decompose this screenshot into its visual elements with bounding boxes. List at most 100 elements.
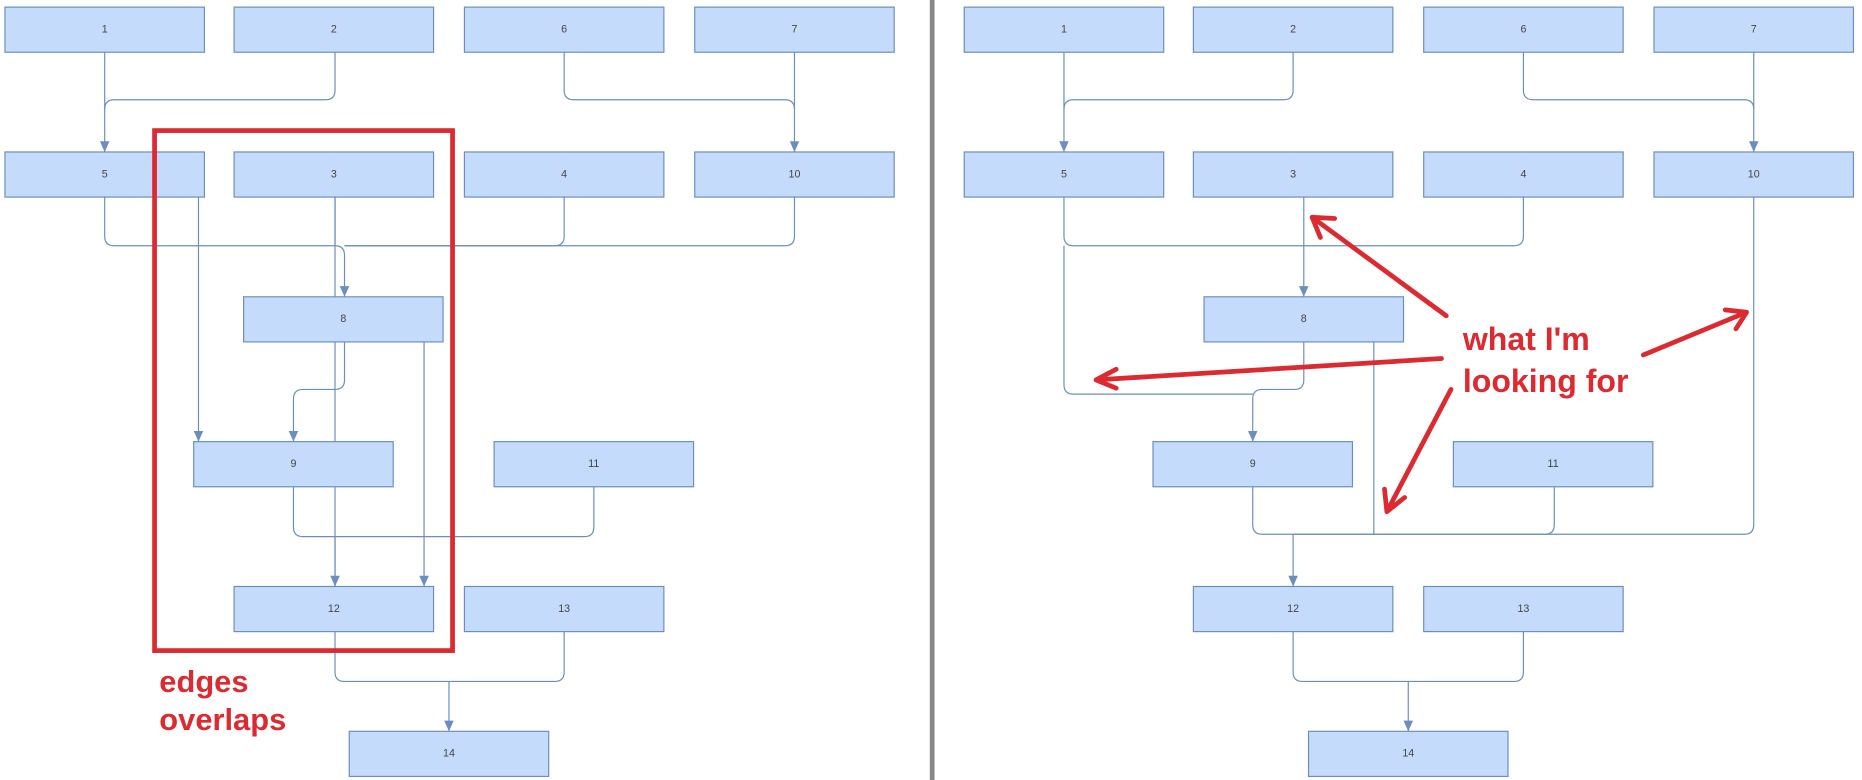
node-box[interactable] <box>233 6 435 53</box>
node-box[interactable] <box>1203 296 1405 343</box>
node-3[interactable]: 3 <box>1192 151 1394 198</box>
red-arrow-icon <box>1309 214 1449 319</box>
node-10[interactable]: 10 <box>1653 151 1855 198</box>
node-14[interactable]: 14 <box>348 730 550 778</box>
node-14[interactable]: 14 <box>1307 730 1509 778</box>
node-1[interactable]: 1 <box>4 6 206 53</box>
node-box[interactable] <box>193 441 394 488</box>
highlight-rectangle <box>152 128 455 653</box>
annotation-line-1: edges <box>159 664 248 699</box>
node-box[interactable] <box>493 441 695 488</box>
node-7[interactable]: 7 <box>1653 6 1855 53</box>
node-label: 13 <box>558 603 570 615</box>
node-label: 6 <box>561 24 567 36</box>
node-box[interactable] <box>1423 585 1624 633</box>
node-8[interactable]: 8 <box>1203 296 1405 343</box>
node-label: 2 <box>1290 24 1296 36</box>
node-label: 9 <box>290 458 296 470</box>
node-box[interactable] <box>1192 6 1394 53</box>
node-box[interactable] <box>1192 585 1394 633</box>
node-label: 7 <box>792 24 798 36</box>
node-box[interactable] <box>4 6 206 53</box>
node-box[interactable] <box>233 585 435 633</box>
edge-connector <box>1252 341 1305 442</box>
arrowhead-icon <box>1059 141 1069 152</box>
node-label: 5 <box>102 168 108 180</box>
node-11[interactable]: 11 <box>493 441 695 488</box>
node-box[interactable] <box>1653 6 1855 53</box>
node-label: 3 <box>331 168 337 180</box>
node-1[interactable]: 1 <box>963 6 1165 53</box>
node-box[interactable] <box>463 585 665 633</box>
edge-connector <box>448 631 565 683</box>
node-box[interactable] <box>1307 730 1509 778</box>
edge-connector <box>1408 631 1525 683</box>
arrowhead-icon <box>444 720 454 732</box>
arrowhead-icon <box>1748 141 1759 152</box>
node-7[interactable]: 7 <box>694 6 895 53</box>
node-4[interactable]: 4 <box>463 151 665 198</box>
node-12[interactable]: 12 <box>233 585 435 633</box>
node-box[interactable] <box>1192 151 1394 198</box>
node-6[interactable]: 6 <box>463 6 665 53</box>
node-2[interactable]: 2 <box>1192 6 1394 53</box>
edge-connector <box>563 52 796 110</box>
node-label: 7 <box>1751 24 1757 36</box>
node-label: 12 <box>328 603 340 615</box>
node-13[interactable]: 13 <box>463 585 665 633</box>
node-9[interactable]: 9 <box>1152 441 1354 488</box>
arrowhead-icon <box>789 141 800 152</box>
node-label: 11 <box>588 458 599 470</box>
node-12[interactable]: 12 <box>1192 585 1394 633</box>
node-label: 10 <box>1748 168 1760 180</box>
node-5[interactable]: 5 <box>4 151 206 198</box>
edge-connector <box>1063 52 1294 110</box>
node-box[interactable] <box>1452 441 1654 488</box>
edge-connector <box>1063 197 1304 247</box>
edge-connector <box>1252 486 1294 535</box>
edge-connector <box>1063 245 1253 395</box>
node-box[interactable] <box>1653 151 1855 198</box>
node-2[interactable]: 2 <box>233 6 435 53</box>
node-6[interactable]: 6 <box>1423 6 1624 53</box>
edge-connector <box>104 52 336 110</box>
node-8[interactable]: 8 <box>243 296 444 343</box>
node-10[interactable]: 10 <box>694 151 895 198</box>
edge-connector <box>334 631 449 683</box>
node-9[interactable]: 9 <box>193 441 394 488</box>
node-box[interactable] <box>1152 441 1354 488</box>
node-3[interactable]: 3 <box>233 151 435 198</box>
annotation-line-2: looking for <box>1463 363 1629 399</box>
node-4[interactable]: 4 <box>1423 151 1624 198</box>
node-5[interactable]: 5 <box>963 151 1165 198</box>
node-box[interactable] <box>348 730 550 778</box>
node-box[interactable] <box>1423 6 1624 53</box>
node-13[interactable]: 13 <box>1423 585 1624 633</box>
edge-connector <box>344 197 796 247</box>
node-box[interactable] <box>463 6 665 53</box>
node-label: 4 <box>561 168 567 180</box>
node-box[interactable] <box>963 6 1165 53</box>
arrowhead-icon <box>288 430 299 442</box>
node-box[interactable] <box>694 6 895 53</box>
node-box[interactable] <box>4 151 206 198</box>
edge-connector <box>104 197 336 247</box>
node-box[interactable] <box>1423 151 1624 198</box>
node-label: 1 <box>102 24 108 36</box>
edge-connector <box>1522 52 1755 110</box>
edge-connector <box>1293 486 1555 535</box>
arrowhead-icon <box>1299 286 1309 297</box>
node-box[interactable] <box>694 151 895 198</box>
edge-connector <box>292 341 346 442</box>
node-label: 8 <box>340 313 346 325</box>
node-11[interactable]: 11 <box>1452 441 1654 488</box>
node-box[interactable] <box>963 151 1165 198</box>
node-box[interactable] <box>463 151 665 198</box>
node-box[interactable] <box>233 151 435 198</box>
node-label: 14 <box>1402 748 1414 760</box>
node-box[interactable] <box>243 296 444 343</box>
arrowhead-icon <box>99 141 110 152</box>
